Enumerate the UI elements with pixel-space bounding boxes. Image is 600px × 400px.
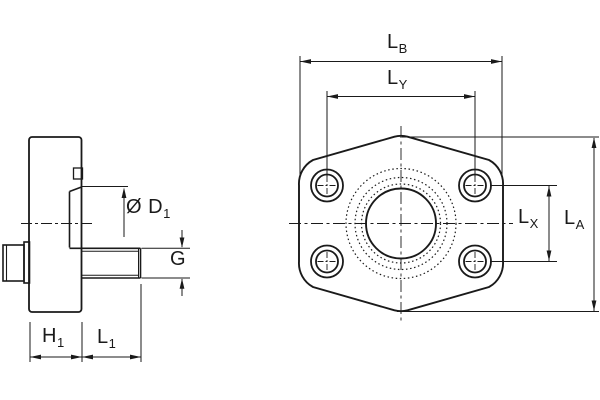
dim-lb-arrow-left xyxy=(300,59,311,64)
flange-front-view xyxy=(289,126,513,322)
side-stud xyxy=(69,247,142,279)
dim-ly-arrow-left xyxy=(327,94,338,99)
dim-label-la: LA xyxy=(564,207,584,231)
dim-label-lx: LX xyxy=(518,206,538,230)
dim-label-h1-sub: 1 xyxy=(56,335,65,350)
dim-lx-arrow-up xyxy=(546,186,552,197)
dim-lb-arrow-right xyxy=(491,59,502,64)
dim-h1-arrow-right xyxy=(71,354,82,360)
dim-label-la-sub: A xyxy=(575,217,585,232)
dim-label-d1-base: Ø D xyxy=(126,196,164,218)
dim-label-l1-base: L xyxy=(97,326,109,348)
dim-label-lx-sub: X xyxy=(529,216,539,231)
side-port-stub xyxy=(2,244,25,282)
dim-g-arrow-down xyxy=(179,237,185,248)
front-thread-circle-3 xyxy=(345,167,457,280)
dim-label-lb-sub: B xyxy=(398,41,408,56)
dim-label-ly: LY xyxy=(387,67,407,91)
side-groove-detail xyxy=(72,167,84,180)
dim-ly-arrow-right xyxy=(464,94,475,99)
dim-label-h1: H1 xyxy=(42,325,64,349)
dim-label-g-base: G xyxy=(170,248,187,270)
side-flange-body xyxy=(28,136,83,313)
dim-la-arrow-down xyxy=(591,300,597,311)
dim-lx-arrow-down xyxy=(546,250,552,261)
dim-label-ly-base: L xyxy=(387,67,399,89)
dim-h1-arrow-left xyxy=(30,354,41,360)
dim-label-g: G xyxy=(170,249,186,269)
dim-label-ly-sub: Y xyxy=(398,77,408,92)
flange-side-view xyxy=(2,136,142,313)
dim-label-d1-sub: 1 xyxy=(163,206,171,221)
dim-label-lb-base: L xyxy=(387,31,399,53)
dim-d1-arrow-up xyxy=(121,187,127,198)
dim-l1-arrow-right xyxy=(130,354,141,360)
dim-label-lx-base: L xyxy=(518,206,530,228)
dim-g-arrow-up xyxy=(179,278,185,289)
dim-label-la-base: L xyxy=(564,207,576,229)
side-view-dimensions xyxy=(29,186,190,362)
dim-label-h1-base: H xyxy=(42,325,57,347)
dim-label-d1: Ø D1 xyxy=(126,196,170,220)
side-bore-chamfer xyxy=(69,186,82,193)
bolt-hole-bottom-left xyxy=(310,244,344,279)
dim-la-arrow-up xyxy=(591,137,597,148)
dim-label-lb: LB xyxy=(387,31,407,55)
dim-label-l1: L1 xyxy=(97,326,116,350)
dim-l1-arrow-left xyxy=(82,354,93,360)
front-view-dimensions xyxy=(299,56,599,312)
bolt-hole-bottom-right xyxy=(458,244,492,279)
dim-label-l1-sub: 1 xyxy=(108,336,116,351)
